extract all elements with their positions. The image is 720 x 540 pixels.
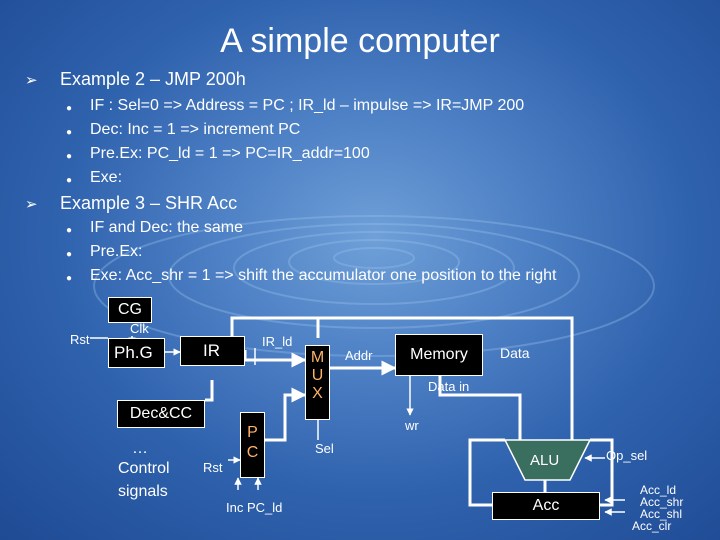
cg-block: CG <box>108 297 152 323</box>
rst-label: Rst <box>70 332 90 347</box>
acc-signal-label: Acc_shl <box>640 507 683 521</box>
control-label: Control <box>118 460 170 477</box>
example2-item: Exe: <box>90 169 123 186</box>
example3-item: Exe: Acc_shr = 1 => shift the accumulato… <box>90 267 557 284</box>
example2-heading: Example 2 – JMP 200h <box>60 69 246 89</box>
mux-letter: X <box>312 385 323 402</box>
acc-signal-label: Acc_ld <box>640 483 677 497</box>
arrow-bullet-icon: ➢ <box>25 196 38 213</box>
dec-label: Dec&CC <box>129 405 193 422</box>
data-label: Data <box>500 345 530 361</box>
mux-block: M U X <box>305 345 330 420</box>
pc-letter: C <box>246 444 259 461</box>
inc-pc-ld-label: Inc PC_ld <box>226 500 283 515</box>
wr-label: wr <box>405 418 419 433</box>
control-dots: … <box>132 440 148 457</box>
dot-bullet-icon: ● <box>66 127 73 138</box>
alu-shape <box>503 439 592 481</box>
alu-label: ALU <box>530 452 560 469</box>
op-sel-label: Op_sel <box>606 448 648 463</box>
dot-bullet-icon: ● <box>66 273 73 284</box>
example3-item: IF and Dec: the same <box>90 219 243 236</box>
mux-letter: U <box>311 367 324 384</box>
example2-item: IF : Sel=0 => Address = PC ; IR_ld – imp… <box>90 97 525 114</box>
program-counter-block: P C <box>240 412 265 478</box>
rst-pc-label: Rst <box>203 460 223 475</box>
dot-bullet-icon: ● <box>66 175 73 186</box>
phase-generator-block: Ph.G <box>108 338 165 368</box>
decoder-block: Dec&CC <box>117 400 205 428</box>
arrow-bullet-icon: ➢ <box>25 72 38 89</box>
dot-bullet-icon: ● <box>66 151 73 162</box>
memory-label: Memory <box>410 346 468 363</box>
dot-bullet-icon: ● <box>66 249 73 260</box>
memory-block: Memory <box>395 334 483 376</box>
pc-letter: P <box>247 424 258 441</box>
example3-heading: Example 3 – SHR Acc <box>60 193 238 213</box>
signals-label: signals <box>118 483 168 500</box>
cg-label: CG <box>118 301 142 318</box>
ir-label: IR <box>203 341 220 360</box>
example2-item: Pre.Ex: PC_ld = 1 => PC=IR_addr=100 <box>90 145 370 162</box>
clk-label: Clk <box>130 321 149 336</box>
acc-signal-label: Acc_shr <box>640 495 684 509</box>
addr-label: Addr <box>345 348 373 363</box>
acc-label: Acc <box>532 497 560 514</box>
accumulator-block: Acc <box>492 492 600 520</box>
instruction-register-block: IR <box>180 336 245 366</box>
dot-bullet-icon: ● <box>66 225 73 236</box>
sel-label: Sel <box>315 441 334 456</box>
acc-signal-label: Acc_clr <box>632 519 672 533</box>
example2-item: Dec: Inc = 1 => increment PC <box>90 121 301 138</box>
phg-label: Ph.G <box>114 343 153 362</box>
ir-ld-label: IR_ld <box>262 334 293 349</box>
data-in-label: Data in <box>428 379 470 394</box>
dot-bullet-icon: ● <box>66 103 73 114</box>
example3-item: Pre.Ex: <box>90 243 143 260</box>
slide-title: A simple computer <box>220 22 500 60</box>
mux-letter: M <box>310 349 325 366</box>
